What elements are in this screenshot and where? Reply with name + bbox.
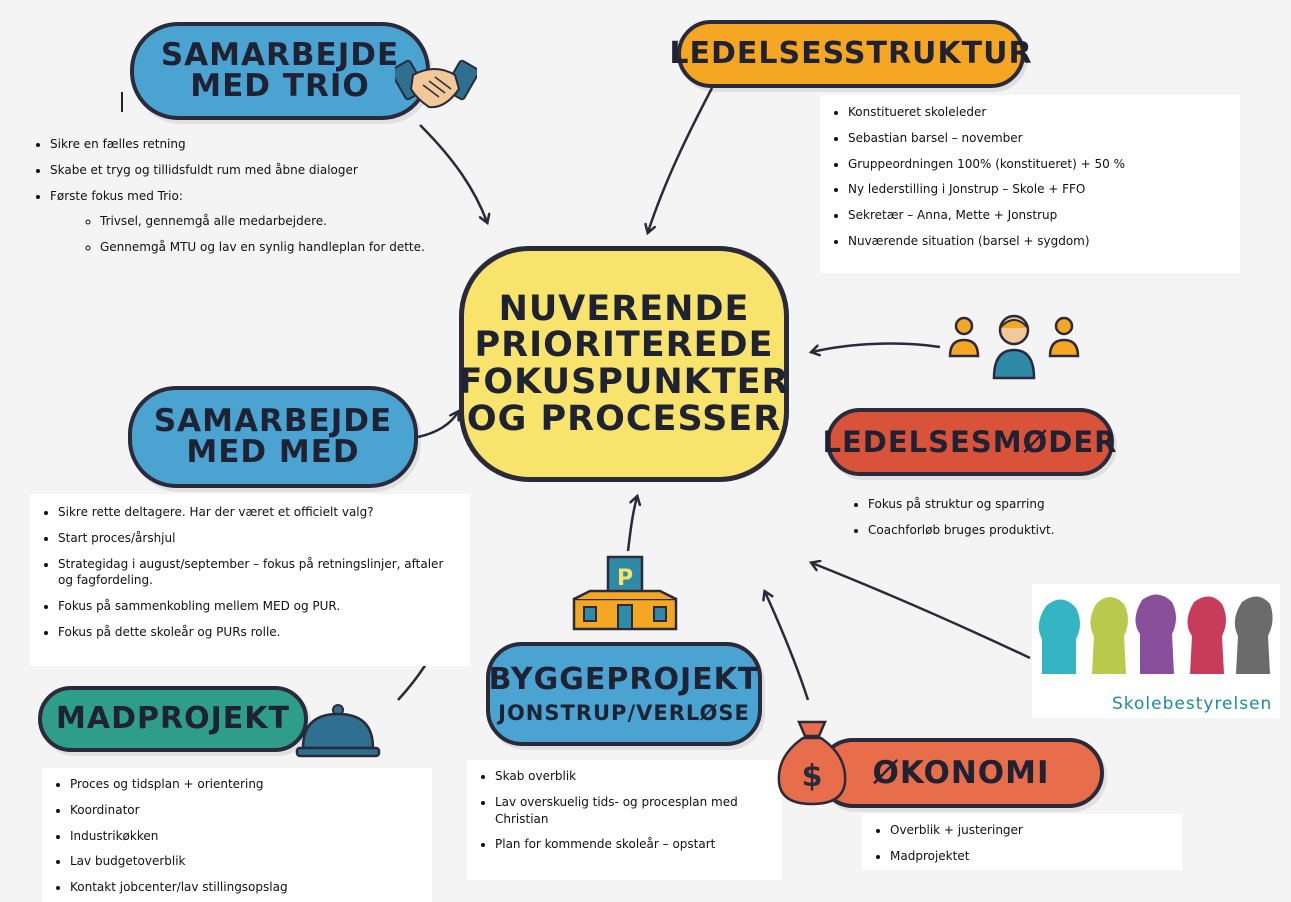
bygge-bullet-2: Lav overskuelig tids- og procesplan med … [495, 794, 772, 828]
madprojekt-bullet-4: Lav budgetoverblik [70, 853, 422, 870]
med-bullet-2: Start proces/årshjul [58, 530, 460, 547]
med-title-line-1: SAMARBEJDE [153, 403, 393, 439]
notes-med: Sikre rette deltagere. Har der været et … [30, 494, 470, 666]
moder-bullet-1: Fokus på struktur og sparring [868, 496, 1130, 513]
bygge-bullet-1: Skab overblik [495, 768, 772, 785]
center-topic: NUVERENDE PRIORITEREDE FOKUSPUNKTER OG P… [458, 246, 790, 482]
people-meeting-icon [948, 314, 1080, 380]
notes-madprojekt: Proces og tidsplan + orientering Koordin… [42, 768, 432, 902]
arrow-bygge-to-center [626, 497, 637, 552]
struktur-bullet-2: Sebastian barsel – november [848, 130, 1230, 147]
svg-text:P: P [617, 566, 633, 591]
okonomi-bullet-1: Overblik + justeringer [890, 822, 1172, 839]
arrow-med-to-center [417, 412, 458, 439]
notes-trio: Sikre en fælles retning Skabe et tryg og… [22, 130, 452, 270]
building-icon: P [572, 555, 678, 631]
topic-ledelsesstruktur: LEDELSESSTRUKTUR [669, 20, 1032, 88]
madprojekt-bullet-5: Kontakt jobcenter/lav stillingsopslag [70, 879, 422, 896]
handshake-icon [395, 59, 477, 109]
struktur-bullet-1: Konstitueret skoleleder [848, 104, 1230, 121]
moder-title: LEDELSESMØDER [822, 424, 1118, 459]
med-title-line-2: MED MED [186, 434, 360, 470]
trio-bullet-2: Skabe et tryg og tillidsfuldt rum med åb… [50, 162, 442, 179]
notes-byggeprojekt: Skab overblik Lav overskuelig tids- og p… [467, 760, 782, 880]
skolebestyrelsen-text: Skolebestyrelsen [1112, 694, 1273, 714]
center-line-1: NUVERENDE [498, 288, 750, 329]
notes-ledelsesstruktur: Konstitueret skoleleder Sebastian barsel… [820, 95, 1240, 273]
cloche-icon [295, 704, 381, 758]
med-bullet-3: Strategidag i august/september – fokus p… [58, 556, 460, 590]
moder-bullet-2: Coachforløb bruges produktivt. [868, 522, 1130, 539]
center-line-2: PRIORITEREDE [474, 325, 774, 366]
notes-okonomi: Overblik + justeringer Madprojektet [862, 814, 1182, 870]
arrow-okonomi-to-center [765, 592, 810, 701]
skolebestyrelsen-logo-icon [1038, 594, 1273, 674]
struktur-bullet-3: Gruppeordningen 100% (konstitueret) + 50… [848, 156, 1230, 173]
topic-madprojekt: MADPROJEKT [38, 686, 308, 752]
med-bullet-5: Fokus på dette skoleår og PURs rolle. [58, 624, 460, 641]
center-line-3: FOKUSPUNKTER [458, 362, 790, 402]
money-bag-icon: $ [777, 720, 847, 806]
okonomi-bullet-2: Madprojektet [890, 848, 1172, 865]
madprojekt-bullet-3: Industrikøkken [70, 828, 422, 845]
bygge-title-line-2: JONSTRUP/VERLØSE [498, 700, 750, 725]
bygge-title-line-1: BYGGEPROJEKT [488, 661, 760, 697]
bygge-bullet-3: Plan for kommende skoleår – opstart [495, 836, 772, 853]
topic-ledelsesmoder: LEDELSESMØDER [823, 408, 1116, 476]
struktur-bullet-5: Sekretær – Anna, Mette + Jonstrup [848, 207, 1230, 224]
svg-text:$: $ [802, 759, 823, 794]
struktur-title: LEDELSESSTRUKTUR [669, 36, 1033, 71]
struktur-bullet-4: Ny lederstilling i Jonstrup – Skole + FF… [848, 181, 1230, 198]
topic-okonomi: ØKONOMI [818, 738, 1104, 808]
arrow-struktur-to-center [648, 87, 714, 232]
center-line-4: OG PROCESSER [466, 398, 782, 439]
madprojekt-bullet-2: Koordinator [70, 802, 422, 819]
madprojekt-title: MADPROJEKT [56, 701, 290, 736]
trio-title-line-1: SAMARBEJDE [160, 37, 400, 73]
trio-bullet-3: Første fokus med Trio: Trivsel, gennemgå… [50, 188, 442, 256]
topic-samarbejde-trio: SAMARBEJDE MED TRIO [130, 22, 430, 120]
okonomi-title: ØKONOMI [872, 754, 1050, 791]
topic-samarbejde-med: SAMARBEJDE MED MED [128, 386, 418, 488]
topic-byggeprojekt: BYGGEPROJEKT JONSTRUP/VERLØSE [486, 642, 762, 746]
notes-ledelsesmoder: Fokus på struktur og sparring Coachforlø… [840, 490, 1140, 548]
trio-title-line-2: MED TRIO [190, 68, 370, 104]
arrow-meeting-to-center [812, 342, 941, 352]
med-bullet-1: Sikre rette deltagere. Har der været et … [58, 504, 460, 521]
arrow-logo-to-center [812, 563, 1031, 660]
trio-bullet-3-text: Første fokus med Trio: [50, 188, 183, 203]
madprojekt-bullet-1: Proces og tidsplan + orientering [70, 776, 422, 793]
text-cursor [121, 92, 123, 112]
skolebestyrelsen-logo: Skolebestyrelsen [1032, 584, 1280, 718]
trio-sub-bullet-1: Trivsel, gennemgå alle medarbejdere. [100, 213, 442, 230]
struktur-bullet-6: Nuværende situation (barsel + sygdom) [848, 233, 1230, 250]
med-bullet-4: Fokus på sammenkobling mellem MED og PUR… [58, 598, 460, 615]
trio-bullet-1: Sikre en fælles retning [50, 136, 442, 153]
trio-sub-bullet-2: Gennemgå MTU og lav en synlig handleplan… [100, 239, 442, 256]
